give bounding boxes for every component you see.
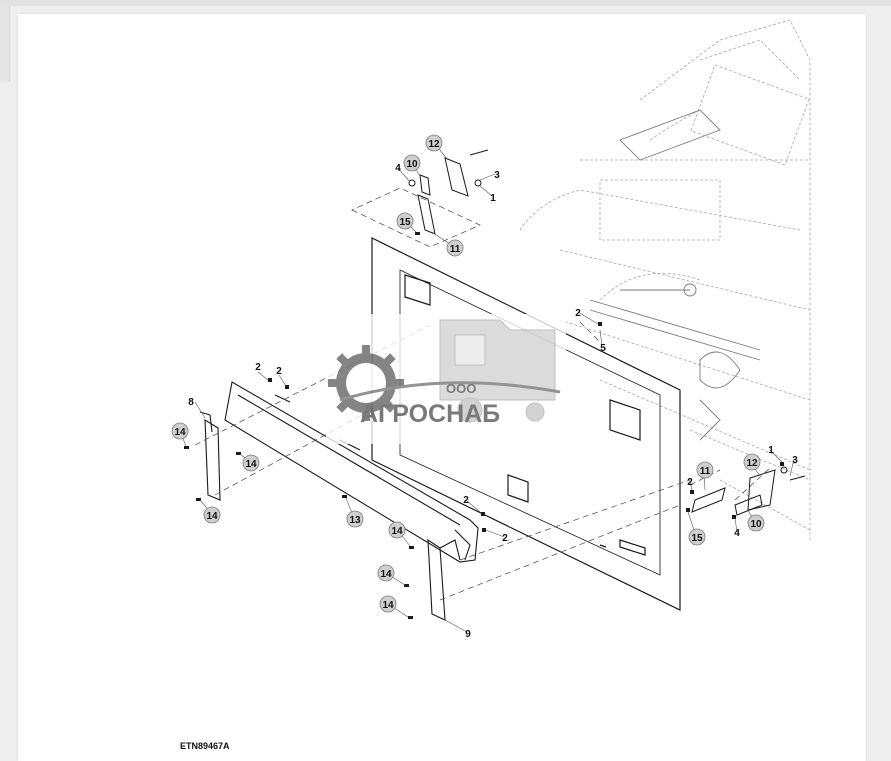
callout-5: 5 bbox=[600, 343, 606, 354]
svg-text:13: 13 bbox=[349, 515, 361, 526]
svg-text:1: 1 bbox=[490, 193, 496, 204]
svg-text:8: 8 bbox=[188, 397, 194, 408]
machine-outline bbox=[519, 19, 811, 540]
left-bracket bbox=[199, 411, 221, 501]
callout-10a: 10 bbox=[403, 154, 421, 172]
front-bar bbox=[224, 381, 479, 563]
callout-8: 8 bbox=[188, 397, 194, 408]
callout-14f: 14 bbox=[379, 595, 397, 613]
top-bar bbox=[0, 0, 891, 6]
callout-12b: 12 bbox=[743, 453, 761, 471]
callout-14c: 14 bbox=[203, 506, 221, 524]
callout-4a: 4 bbox=[395, 163, 401, 174]
callout-2a: 2 bbox=[255, 362, 261, 373]
svg-text:2: 2 bbox=[463, 495, 469, 506]
agrosnab-watermark: ООО АГРОСНАБ bbox=[326, 314, 566, 444]
svg-text:14: 14 bbox=[174, 427, 186, 438]
svg-text:2: 2 bbox=[276, 366, 282, 377]
parts-diagram-sheet: 14 14 14 14 14 14 13 12 10 15 11 12 11 1… bbox=[18, 14, 866, 761]
callout-3a: 3 bbox=[494, 170, 500, 181]
callout-2b: 2 bbox=[276, 366, 282, 377]
callout-12a: 12 bbox=[425, 134, 443, 152]
machine-detail bbox=[589, 109, 761, 441]
callout-14d: 14 bbox=[388, 521, 406, 539]
callout-2d: 2 bbox=[502, 533, 508, 544]
svg-text:10: 10 bbox=[750, 519, 762, 530]
callout-15b: 15 bbox=[688, 528, 706, 546]
callout-15a: 15 bbox=[396, 212, 414, 230]
svg-text:2: 2 bbox=[575, 308, 581, 319]
callout-14a: 14 bbox=[171, 422, 189, 440]
svg-text:3: 3 bbox=[494, 170, 500, 181]
callout-2e: 2 bbox=[575, 308, 581, 319]
svg-text:2: 2 bbox=[687, 477, 693, 488]
left-scroll-tab[interactable] bbox=[0, 6, 10, 82]
svg-text:11: 11 bbox=[700, 466, 711, 477]
callout-13: 13 bbox=[346, 510, 364, 528]
callout-1b: 1 bbox=[768, 445, 774, 456]
svg-text:4: 4 bbox=[734, 528, 740, 539]
svg-text:9: 9 bbox=[465, 629, 471, 640]
top-hinge-assembly bbox=[408, 149, 489, 235]
callout-9: 9 bbox=[465, 629, 471, 640]
svg-text:14: 14 bbox=[382, 600, 394, 611]
callout-11a: 11 bbox=[446, 239, 464, 257]
svg-text:14: 14 bbox=[380, 569, 392, 580]
svg-text:12: 12 bbox=[428, 139, 440, 150]
svg-text:2: 2 bbox=[502, 533, 508, 544]
svg-text:1: 1 bbox=[768, 445, 774, 456]
svg-text:12: 12 bbox=[746, 458, 758, 469]
callout-3b: 3 bbox=[792, 455, 798, 466]
callout-1a: 1 bbox=[490, 193, 496, 204]
svg-text:3: 3 bbox=[792, 455, 798, 466]
svg-text:5: 5 bbox=[600, 343, 606, 354]
svg-text:15: 15 bbox=[691, 533, 703, 544]
svg-text:14: 14 bbox=[245, 459, 257, 470]
fasteners bbox=[184, 232, 784, 619]
svg-text:14: 14 bbox=[206, 511, 218, 522]
callout-10b: 10 bbox=[747, 514, 765, 532]
svg-text:10: 10 bbox=[406, 159, 418, 170]
watermark-company-name: АГРОСНАБ bbox=[360, 400, 500, 428]
exploded-parts-diagram: 14 14 14 14 14 14 13 12 10 15 11 12 11 1… bbox=[171, 19, 811, 640]
callout-14b: 14 bbox=[242, 454, 260, 472]
svg-text:2: 2 bbox=[255, 362, 261, 373]
svg-text:11: 11 bbox=[450, 244, 461, 255]
figure-id: ETN89467A bbox=[180, 741, 230, 751]
svg-text:14: 14 bbox=[391, 526, 403, 537]
callout-14e: 14 bbox=[377, 564, 395, 582]
svg-text:4: 4 bbox=[395, 163, 401, 174]
watermark-prefix: ООО bbox=[446, 381, 476, 396]
svg-text:15: 15 bbox=[399, 217, 411, 228]
alignment-lines bbox=[194, 187, 771, 601]
right-hinge-assembly bbox=[691, 466, 806, 516]
callout-2c: 2 bbox=[463, 495, 469, 506]
callout-4b: 4 bbox=[734, 528, 740, 539]
callout-2f: 2 bbox=[687, 477, 693, 488]
combine-harvester-icon bbox=[439, 319, 556, 423]
callout-11b: 11 bbox=[696, 461, 714, 479]
